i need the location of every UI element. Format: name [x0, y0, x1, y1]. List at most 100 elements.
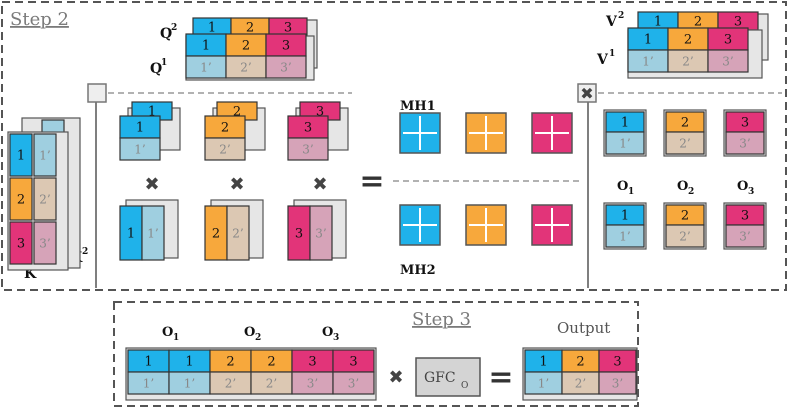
q1-bot-0-text: 1’: [200, 61, 211, 75]
v2-top-2-text: 3: [734, 15, 742, 30]
v2-label: V 2: [605, 11, 624, 30]
concat-bot-5-text: 3’: [348, 377, 359, 391]
step2-frame: [1, 1, 787, 291]
v2-top-1-text: 2: [694, 15, 702, 30]
step3-title: Step 3: [412, 309, 471, 330]
qhead1-bot-1-text: 2’: [219, 143, 230, 157]
concat-top-2-text: 2: [226, 355, 234, 370]
svg-text:V: V: [596, 52, 609, 68]
mh1-label: MH1: [400, 99, 436, 114]
step2-title: Step 2: [10, 9, 69, 30]
svg-text:3: 3: [333, 333, 339, 343]
svg-text:2: 2: [255, 333, 261, 343]
svg-text:2: 2: [618, 11, 624, 21]
step3-frame: [113, 301, 639, 407]
o-top-top-1-text: 2: [681, 116, 689, 131]
q1-top-0-text: 1: [202, 39, 210, 54]
v1-top-1-text: 2: [684, 33, 692, 48]
v1-top-2-text: 3: [724, 33, 732, 48]
q1-top-1-text: 2: [242, 39, 250, 54]
svg-text:O: O: [244, 325, 255, 340]
khead-bot-2-cell: [309, 205, 333, 261]
qhead2-2-text: 3: [316, 105, 324, 120]
khead-bot-0-text: 1’: [147, 227, 158, 241]
khead-top-1-text: 2: [212, 227, 220, 242]
khead-bot-1-cell: [226, 205, 250, 261]
q2-label: Q 2: [160, 23, 177, 42]
k1-top-0-cell: [9, 133, 33, 177]
qhead2-1-text: 2: [233, 105, 241, 120]
q1-label: Q 1: [150, 58, 167, 77]
svg-text:V: V: [605, 14, 618, 30]
marker-square-right: [577, 83, 597, 103]
o-top-top-2-text: 3: [741, 116, 749, 131]
o-top-top-0-text: 1: [621, 116, 629, 131]
svg-text:1: 1: [173, 333, 179, 343]
svg-text:1: 1: [161, 58, 167, 68]
o-bot-top-2-text: 3: [741, 209, 749, 224]
k1-bot-0-cell: [33, 133, 57, 177]
output-top-2-text: 3: [613, 355, 621, 370]
k1-top-0-text: 1: [17, 149, 25, 164]
q1-top-2-text: 3: [282, 39, 290, 54]
q2-top-2-text: 3: [284, 21, 292, 36]
khead-bot-1-text: 2’: [232, 227, 243, 241]
q1-bot-2-text: 3’: [280, 61, 291, 75]
v1-bot-2-text: 3’: [722, 55, 733, 69]
gfc-box: [415, 357, 481, 397]
concat-bot-0-text: 1’: [143, 377, 154, 391]
qhead1-top-2-text: 3: [304, 121, 312, 136]
v2-top-0-text: 1: [654, 15, 662, 30]
o2-label: O 2: [677, 179, 694, 197]
qhead1-bot-1-cell: [204, 137, 246, 161]
k1-bot-2-text: 3’: [39, 237, 50, 251]
svg-text:O: O: [322, 325, 333, 340]
khead-top-0-text: 1: [127, 227, 135, 242]
svg-text:1: 1: [609, 49, 615, 59]
k1-top-2-cell: [9, 221, 33, 265]
svg-text:O: O: [162, 325, 173, 340]
svg-text:2: 2: [82, 247, 88, 257]
output-label: Output: [557, 319, 610, 337]
svg-text:O: O: [677, 179, 688, 194]
output-bot-2-cell: [598, 371, 637, 395]
svg-text:GFC: GFC: [424, 370, 456, 386]
concat-bot-5-cell: [332, 371, 375, 395]
v1-bot-1-text: 2’: [682, 55, 693, 69]
concat-top-4-text: 3: [308, 355, 316, 370]
marker-times-icon: ✖: [580, 84, 593, 103]
output-bot-2-text: 3’: [612, 377, 623, 391]
o-bot-bot-2-text: 3’: [739, 230, 750, 244]
khead-bot-2-text: 3’: [315, 227, 326, 241]
o-top-bot-0-cell: [605, 131, 645, 155]
k1-top-1-text: 2: [17, 193, 25, 208]
svg-text:Q: Q: [150, 61, 162, 77]
k1-bot-0-text: 1’: [39, 149, 50, 163]
v1-top-0-text: 1: [644, 33, 652, 48]
o-bot-bot-0-cell: [605, 224, 645, 248]
v1-label: V 1: [596, 49, 615, 68]
qhead1-bot-2-text: 3’: [302, 143, 313, 157]
output-bot-1-text: 2’: [575, 377, 586, 391]
times-icon-2: ✖: [312, 174, 327, 195]
v1-bot-0-text: 1’: [642, 55, 653, 69]
o-top-bot-2-cell: [725, 131, 765, 155]
times-icon-0: ✖: [144, 174, 159, 195]
o1-label: O 1: [617, 179, 634, 197]
svg-text:O: O: [461, 381, 468, 391]
qhead1-top-1-text: 2: [221, 121, 229, 136]
q2-top-0-text: 1: [208, 21, 216, 36]
concat-bot-1-text: 1’: [184, 377, 195, 391]
khead-bot-0-cell: [141, 205, 165, 261]
equals-icon: =: [359, 164, 384, 199]
o-bot-bot-1-text: 2’: [679, 230, 690, 244]
concat-bot-3-text: 2’: [266, 377, 277, 391]
qhead1-bot-2-cell: [287, 137, 329, 161]
concat-top-0-text: 1: [144, 355, 152, 370]
o-bot-top-1-text: 2: [681, 209, 689, 224]
k1-bot-1-cell: [33, 177, 57, 221]
svg-text:2: 2: [688, 187, 694, 197]
concat-top-3-text: 2: [267, 355, 275, 370]
khead-top-2-text: 3: [295, 227, 303, 242]
